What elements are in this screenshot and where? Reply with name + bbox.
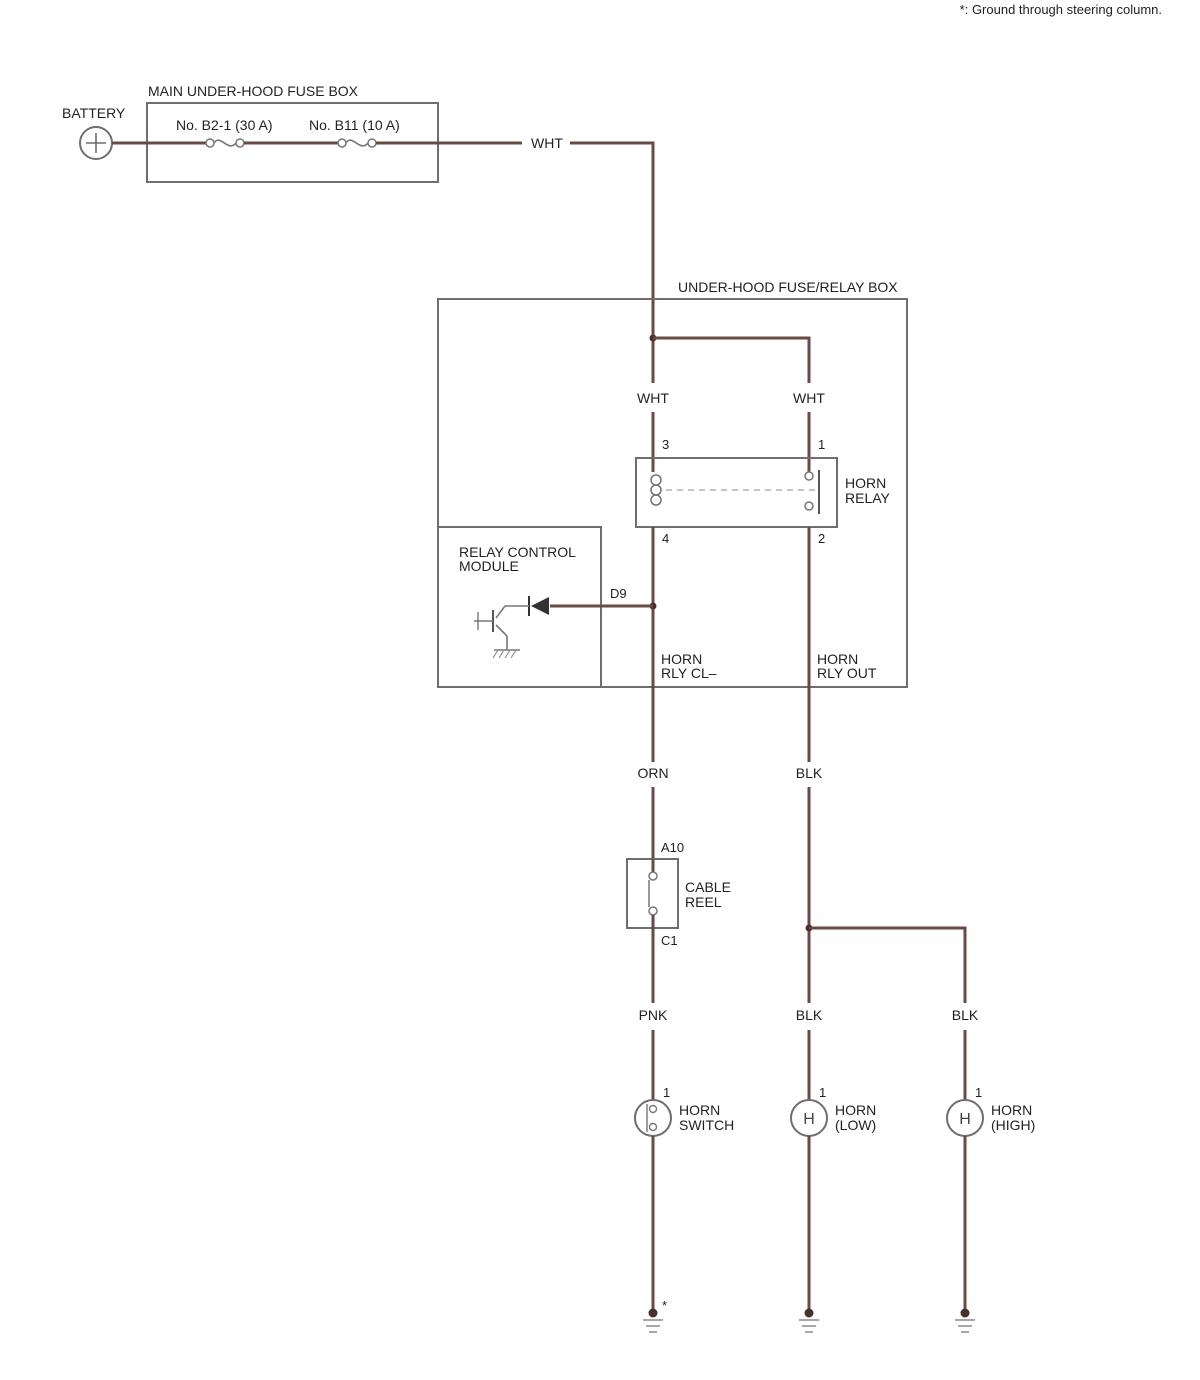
wire-branch-right — [653, 336, 811, 383]
relay-pin-4: 4 — [662, 531, 669, 546]
relay-pin-2: 2 — [818, 531, 825, 546]
ground-icon-high — [955, 1308, 975, 1333]
wire-color-out-wire: BLK — [796, 765, 823, 781]
horn-low-pin: 1 — [819, 1085, 826, 1100]
relay-box — [437, 298, 908, 688]
terminal-cl-label-2: RLY CL– — [661, 665, 717, 681]
main-fuse-box-title: MAIN UNDER-HOOD FUSE BOX — [148, 83, 359, 99]
wire-branch-horn-high — [809, 926, 967, 1003]
ground-asterisk: * — [662, 1298, 667, 1313]
wire-color-relay-in-right: WHT — [793, 390, 825, 406]
wire-wht-feed — [570, 141, 655, 383]
horn-low-icon: H — [790, 1099, 828, 1137]
terminal-cl-label-1: HORN — [661, 651, 702, 667]
ground-icon-switch — [643, 1308, 663, 1333]
horn-high-pin: 1 — [975, 1085, 982, 1100]
wire-color-horn-low: BLK — [796, 1007, 823, 1023]
fuse-b11-icon — [337, 138, 377, 148]
battery-label: BATTERY — [62, 105, 126, 121]
wire-color-relay-in-left: WHT — [637, 390, 669, 406]
horn-high-icon: H — [946, 1099, 984, 1137]
cable-reel-label-2: REEL — [685, 894, 722, 910]
wire-color-horn-high: BLK — [952, 1007, 979, 1023]
transistor-icon — [474, 605, 508, 650]
horn-low-label-1: HORN — [835, 1102, 876, 1118]
horn-relay — [635, 457, 838, 528]
relay-coil-icon — [650, 474, 662, 506]
cable-reel-label-1: CABLE — [685, 879, 731, 895]
terminal-out-label-1: HORN — [817, 651, 858, 667]
cable-reel-contact-icon — [648, 859, 658, 928]
fuse-b2-1-label: No. B2-1 (30 A) — [176, 117, 273, 133]
rcm-label-1: RELAY CONTROL — [459, 544, 576, 560]
cable-reel-pin-a10: A10 — [661, 840, 684, 855]
fuse-b2-1-icon — [205, 138, 245, 148]
relay-contact-icon — [804, 470, 820, 514]
horn-high-label-1: HORN — [991, 1102, 1032, 1118]
relay-box-title: UNDER-HOOD FUSE/RELAY BOX — [678, 279, 898, 295]
fuse-b11-label: No. B11 (10 A) — [309, 117, 400, 133]
svg-text:H: H — [803, 1111, 815, 1128]
horn-low-label-2: (LOW) — [835, 1117, 876, 1133]
relay-pin-1: 1 — [818, 437, 825, 452]
relay-pin-3: 3 — [662, 437, 669, 452]
horn-switch-icon — [634, 1099, 672, 1137]
horn-switch-label-2: SWITCH — [679, 1117, 734, 1133]
chassis-ground-icon — [492, 649, 520, 659]
rcm-connector-d9: D9 — [610, 586, 627, 601]
diode-icon — [505, 596, 549, 616]
horn-relay-label-2: RELAY — [845, 490, 891, 506]
horn-switch-pin: 1 — [663, 1085, 670, 1100]
wire-color-main-out: WHT — [531, 135, 563, 151]
wire-color-reel-out: PNK — [639, 1007, 668, 1023]
wire-color-cl-out: ORN — [637, 765, 668, 781]
rcm-label-2: MODULE — [459, 558, 519, 574]
battery-icon — [79, 126, 113, 160]
horn-relay-label-1: HORN — [845, 475, 886, 491]
terminal-out-label-2: RLY OUT — [817, 665, 877, 681]
horn-high-label-2: (HIGH) — [991, 1117, 1035, 1133]
horn-switch-label-1: HORN — [679, 1102, 720, 1118]
cable-reel-pin-c1: C1 — [661, 933, 678, 948]
svg-text:H: H — [959, 1111, 971, 1128]
ground-note: *: Ground through steering column. — [960, 2, 1162, 17]
ground-icon-low — [799, 1308, 819, 1333]
